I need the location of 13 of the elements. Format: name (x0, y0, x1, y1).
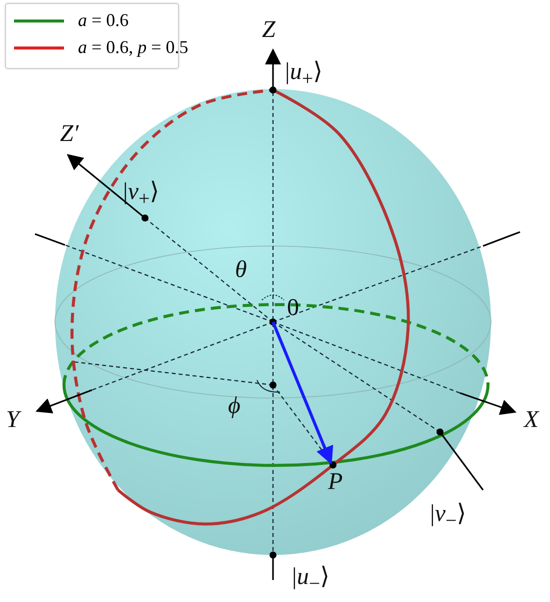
axis-label: Z′ (60, 122, 79, 146)
state-label: |v$_{+}$⟩ (123, 180, 160, 209)
axis-label: Y (6, 408, 20, 432)
state-label: |v$_{−}$⟩ (430, 502, 466, 531)
axis-label: X (524, 408, 539, 432)
angle-label: ϕ (228, 394, 240, 418)
state-label: |u$_{+}$⟩ (285, 60, 322, 89)
point-label: P (328, 470, 343, 494)
state-label: |u$_{−}$⟩ (292, 565, 330, 594)
angle-label: θ (235, 258, 247, 282)
axis-label: Z (262, 18, 276, 42)
legend-text: a = 0.6 (78, 10, 129, 31)
legend-text: a = 0.6, p = 0.5 (78, 37, 188, 58)
